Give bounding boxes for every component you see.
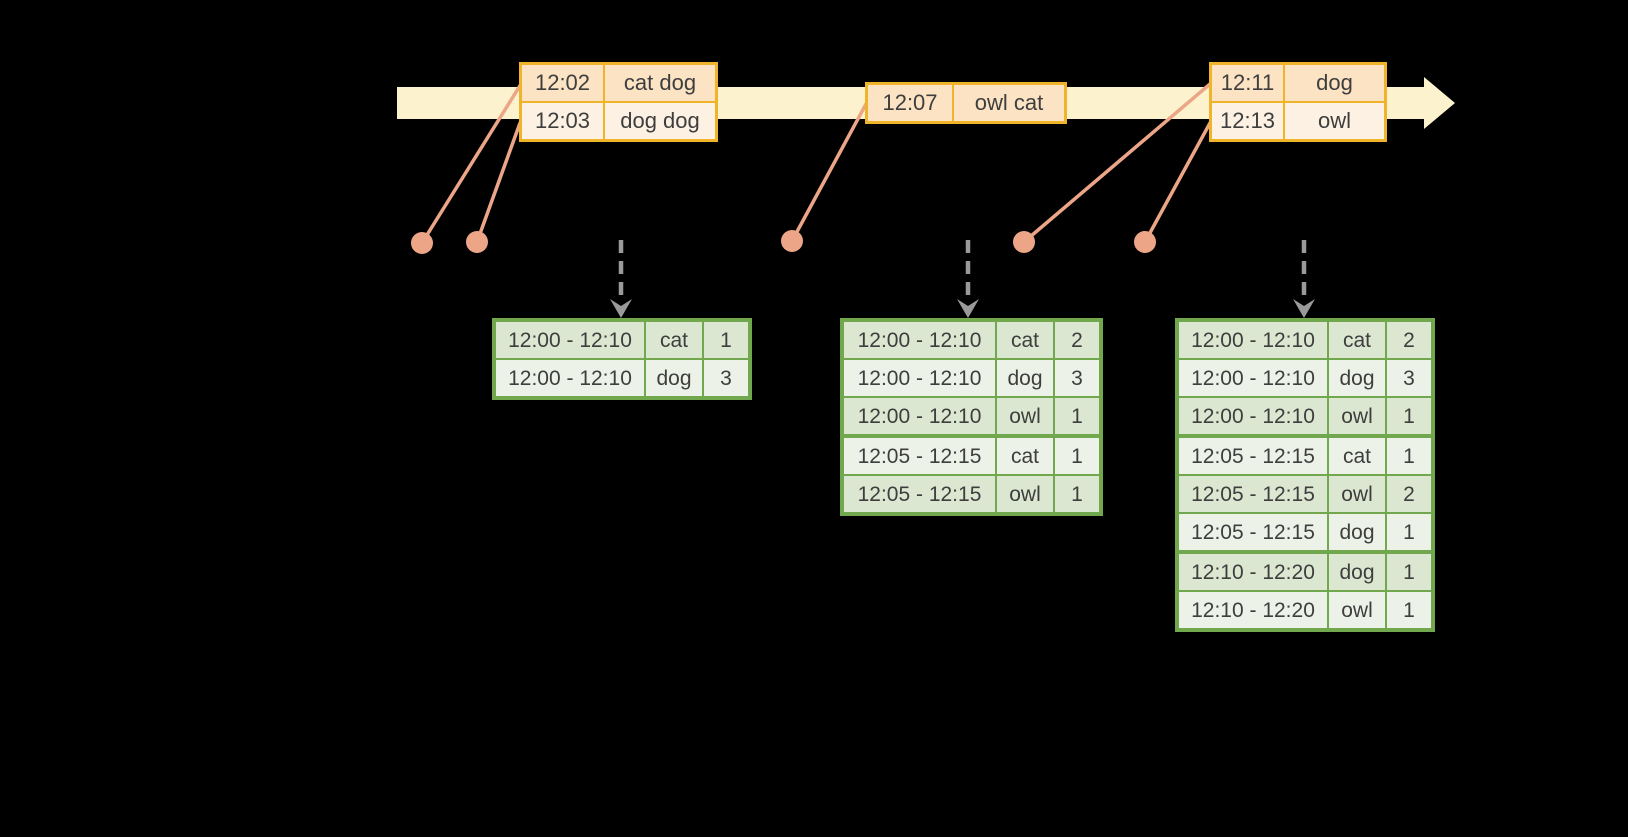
word-cell: cat — [997, 322, 1053, 358]
window-cell: 12:05 - 12:15 — [1179, 438, 1327, 474]
count-cell: 1 — [704, 322, 748, 358]
count-cell: 3 — [1055, 360, 1099, 396]
connector-line — [1143, 121, 1212, 244]
window-cell: 12:05 - 12:15 — [1179, 476, 1327, 512]
window-cell: 12:10 - 12:20 — [1179, 554, 1327, 590]
word-cell: dog — [1329, 554, 1385, 590]
window-cell: 12:05 - 12:15 — [1179, 514, 1327, 550]
event-words-cell: owl cat — [954, 85, 1064, 121]
word-cell: dog — [646, 360, 702, 396]
event-dot — [1134, 231, 1156, 253]
event-words-cell: owl — [1285, 103, 1384, 139]
trigger-arrow — [957, 240, 979, 318]
word-cell: owl — [997, 398, 1053, 434]
count-cell: 1 — [1055, 398, 1099, 434]
word-cell: owl — [1329, 476, 1385, 512]
event-time-cell: 12:03 — [522, 103, 603, 139]
window-cell: 12:05 - 12:15 — [844, 438, 995, 474]
window-cell: 12:00 - 12:10 — [496, 360, 644, 396]
window-cell: 12:00 - 12:10 — [844, 360, 995, 396]
count-cell: 1 — [1055, 476, 1099, 512]
arrow-down-icon — [957, 299, 979, 318]
connector-line — [790, 102, 868, 243]
window-cell: 12:00 - 12:10 — [1179, 360, 1327, 396]
window-cell: 12:00 - 12:10 — [844, 398, 995, 434]
window-cell: 12:05 - 12:15 — [844, 476, 995, 512]
count-cell: 2 — [1387, 322, 1431, 358]
count-cell: 3 — [704, 360, 748, 396]
window-cell: 12:10 - 12:20 — [1179, 592, 1327, 628]
trigger-arrow — [610, 240, 632, 318]
word-cell: cat — [646, 322, 702, 358]
event-time-cell: 12:02 — [522, 65, 603, 101]
count-cell: 1 — [1387, 592, 1431, 628]
count-cell: 2 — [1055, 322, 1099, 358]
trigger-arrow — [1293, 240, 1315, 318]
count-cell: 1 — [1387, 398, 1431, 434]
event-dot — [466, 231, 488, 253]
count-cell: 3 — [1387, 360, 1431, 396]
count-cell: 1 — [1387, 554, 1431, 590]
event-time-axis-arrowhead-icon — [1424, 77, 1455, 129]
window-cell: 12:00 - 12:10 — [1179, 398, 1327, 434]
word-cell: owl — [1329, 398, 1385, 434]
count-cell: 1 — [1387, 514, 1431, 550]
event-time-cell: 12:13 — [1212, 103, 1283, 139]
event-words-cell: dog — [1285, 65, 1384, 101]
event-dot — [411, 232, 433, 254]
window-cell: 12:00 - 12:10 — [1179, 322, 1327, 358]
connector-line — [475, 121, 522, 244]
event-time-cell: 12:07 — [868, 85, 952, 121]
event-dot — [781, 230, 803, 252]
word-cell: dog — [997, 360, 1053, 396]
count-cell: 2 — [1387, 476, 1431, 512]
window-cell: 12:00 - 12:10 — [496, 322, 644, 358]
arrow-down-icon — [610, 299, 632, 318]
arrow-down-icon — [1293, 299, 1315, 318]
word-cell: dog — [1329, 514, 1385, 550]
event-time-cell: 12:11 — [1212, 65, 1283, 101]
window-cell: 12:00 - 12:10 — [844, 322, 995, 358]
word-cell: cat — [1329, 438, 1385, 474]
event-dot — [1013, 231, 1035, 253]
word-cell: cat — [997, 438, 1053, 474]
count-cell: 1 — [1055, 438, 1099, 474]
event-words-cell: cat dog — [605, 65, 715, 101]
word-cell: cat — [1329, 322, 1385, 358]
word-cell: dog — [1329, 360, 1385, 396]
count-cell: 1 — [1387, 438, 1431, 474]
word-cell: owl — [997, 476, 1053, 512]
event-words-cell: dog dog — [605, 103, 715, 139]
word-cell: owl — [1329, 592, 1385, 628]
